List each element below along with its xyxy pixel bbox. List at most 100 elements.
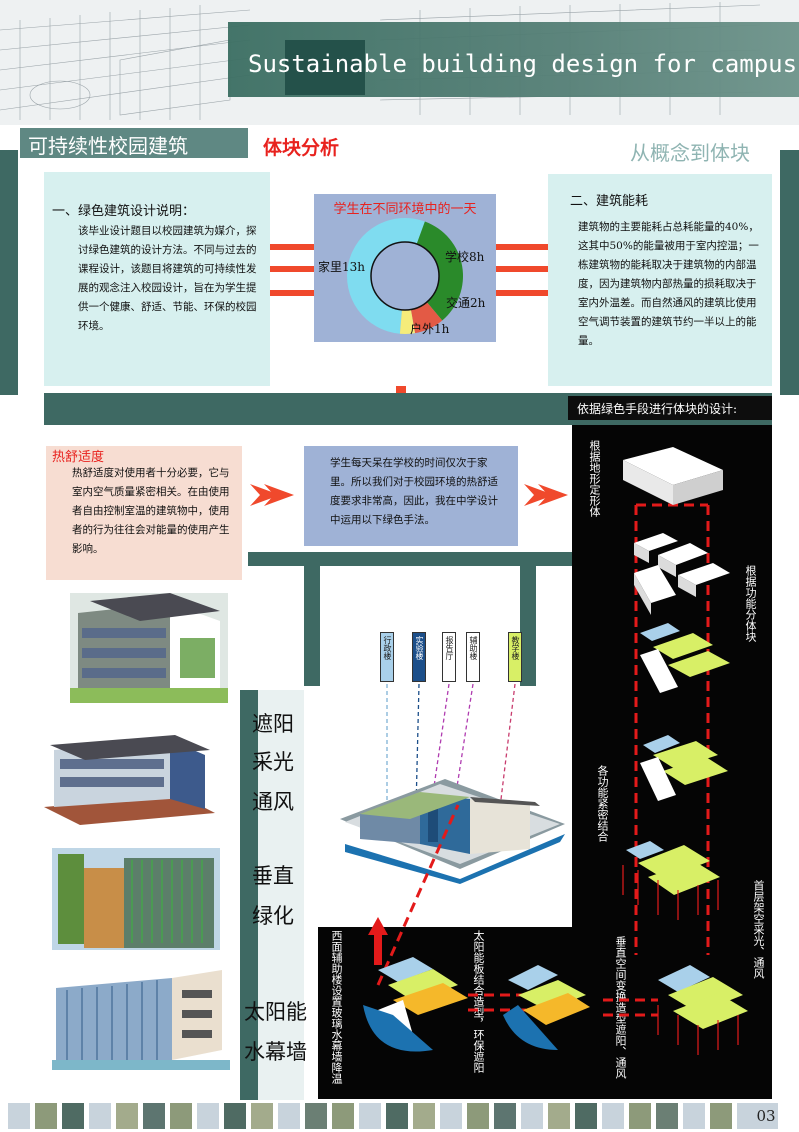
tag-admin: 行政楼 — [380, 632, 394, 682]
comfort-heading: 热舒适度 — [52, 450, 105, 465]
donut-label-school: 学校8h — [445, 250, 485, 264]
donut-label-home: 家里13h — [318, 260, 365, 274]
banner-label: 依据绿色手段进行体块的设计: — [577, 402, 738, 416]
step-water: 西面辅助楼设置玻璃水幕墙降温 — [330, 930, 343, 1084]
strategy-greening: 绿化 — [252, 904, 294, 928]
step-vertical: 垂直空间变换造型遮阳、通风 — [614, 936, 627, 1079]
donut-slice-1 — [416, 221, 463, 321]
middle-panel — [304, 446, 518, 546]
donut-chart — [347, 218, 463, 334]
footer-swatch — [521, 1103, 543, 1129]
connector-left-2 — [270, 266, 314, 272]
footer-swatch — [494, 1103, 516, 1129]
footer-swatch — [656, 1103, 678, 1129]
footer-swatch — [386, 1103, 408, 1129]
donut-slice-3 — [399, 309, 416, 334]
tag-aux: 辅助楼 — [466, 632, 480, 682]
footer-swatch — [683, 1103, 705, 1129]
step-terrain: 根据地形定形体 — [588, 440, 601, 517]
strategy-vertical: 垂直 — [252, 864, 294, 888]
subheader-block — [20, 128, 248, 158]
section-tagline: 从概念到体块 — [630, 141, 750, 165]
footer-swatch — [251, 1103, 273, 1129]
footer-swatches — [0, 1103, 799, 1129]
tag-lab: 实验楼 — [412, 632, 426, 682]
process-diagram — [363, 447, 748, 1055]
frame-left-post — [304, 566, 320, 686]
donut-hole — [370, 241, 440, 311]
energy-body: 建筑物的主要能耗占总耗能量的40%，这其中50%的能量被用于室内控温；一栋建筑物… — [578, 221, 759, 347]
right-arrow-icon — [250, 484, 294, 506]
footer-swatch — [143, 1103, 165, 1129]
photo-solar-curtain — [52, 970, 230, 1070]
donut-slice-2 — [410, 302, 443, 334]
step-solar: 太阳能板结合造型，环保遮阳 — [472, 930, 485, 1073]
footer-swatch — [737, 1103, 759, 1129]
green-design-heading: 一、绿色建筑设计说明： — [52, 204, 196, 219]
building-model — [340, 684, 565, 884]
footer-swatch — [467, 1103, 489, 1129]
footer-swatch — [170, 1103, 192, 1129]
energy-heading: 二、建筑能耗 — [570, 194, 649, 209]
strategy-column-inner — [258, 690, 304, 1100]
strategy-ventilation: 通风 — [252, 790, 294, 814]
footer-swatch — [35, 1103, 57, 1129]
connector-left-3 — [270, 290, 314, 296]
right-accent-bar — [780, 150, 799, 395]
right-arrow-icon-2 — [524, 484, 568, 506]
footer-swatch — [332, 1103, 354, 1129]
donut-slice-0 — [347, 218, 425, 334]
donut-label-outdoor: 户外1h — [410, 322, 450, 336]
photo-daylight-building — [40, 735, 218, 827]
donut-title: 学生在不同环境中的一天 — [333, 202, 477, 217]
page-title-en: Sustainable building design for campus — [248, 50, 798, 78]
step-elevate: 首层架空采光、通风 — [752, 880, 765, 979]
footer-swatch — [710, 1103, 732, 1129]
footer-swatch — [278, 1103, 300, 1129]
middle-body: 学生每天呆在学校的时间仅次于家里。所以我们对于校园环境的热舒适度要求非常高，因此… — [330, 457, 498, 526]
strategy-water-curtain: 水幕墙 — [244, 1040, 307, 1064]
footer-swatch — [89, 1103, 111, 1129]
frame-right-post — [520, 566, 536, 686]
footer-swatch — [305, 1103, 327, 1129]
subheader-cn-title: 可持续性校园建筑 — [28, 134, 188, 158]
title-block-dark — [285, 40, 365, 95]
banner-label-bg — [568, 396, 772, 420]
left-accent-bar — [0, 150, 18, 395]
connector-right-3 — [496, 290, 548, 296]
footer-swatch — [197, 1103, 219, 1129]
energy-panel — [548, 174, 772, 386]
comfort-panel — [46, 446, 242, 580]
tag-hall: 报告厅 — [442, 632, 456, 682]
footer-swatch — [224, 1103, 246, 1129]
footer-swatch — [359, 1103, 381, 1129]
comfort-body: 热舒适度对使用者十分必要，它与室内空气质量紧密相关。在由使用者自由控制室温的建筑… — [72, 467, 230, 555]
page-number: 03 — [754, 1103, 778, 1129]
connector-left-1 — [270, 244, 314, 250]
footer-swatch — [62, 1103, 84, 1129]
footer-swatch — [629, 1103, 651, 1129]
step-function: 根据功能分体块 — [744, 565, 757, 642]
header-area: Sustainable building design for campus — [0, 0, 799, 125]
footer-swatch — [8, 1103, 30, 1129]
step-combine: 各功能紧密结合 — [596, 765, 609, 842]
connector-right-2 — [496, 266, 548, 272]
frame-top-bar — [248, 552, 572, 566]
strategy-solar: 太阳能 — [244, 1000, 307, 1024]
footer-swatch — [575, 1103, 597, 1129]
photo-vertical-green — [52, 848, 220, 950]
footer-swatch — [440, 1103, 462, 1129]
footer-swatch — [116, 1103, 138, 1129]
strategy-daylight: 采光 — [252, 750, 294, 774]
connector-right-1 — [496, 244, 548, 250]
green-design-panel — [44, 172, 270, 386]
donut-label-traffic: 交通2h — [446, 296, 486, 310]
building-tags: 行政楼 实验楼 报告厅 辅助楼 教学楼 — [380, 632, 530, 692]
footer-swatch — [548, 1103, 570, 1129]
footer-swatch — [413, 1103, 435, 1129]
tag-teaching: 教学楼 — [508, 632, 522, 682]
photo-sunshade-building — [70, 593, 228, 703]
footer-swatch — [602, 1103, 624, 1129]
green-design-body: 该毕业设计题目以校园建筑为媒介，探讨绿色建筑的设计方法。不同与过去的课程设计，该… — [78, 225, 257, 332]
section-title: 体块分析 — [263, 137, 340, 159]
